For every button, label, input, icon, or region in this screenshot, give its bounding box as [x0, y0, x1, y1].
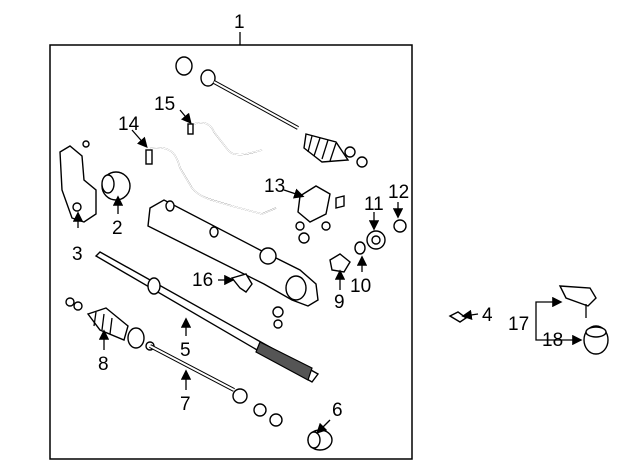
assembly-frame: [49, 44, 413, 460]
rack-seals: [272, 306, 284, 329]
callout-3: 3: [72, 244, 83, 265]
upper-boot: [303, 133, 368, 168]
callout-9: 9: [334, 292, 345, 313]
seal-11: [366, 230, 386, 250]
seal-10: [354, 241, 366, 255]
outer-tie-rod-end: [558, 285, 597, 318]
lower-boot: [65, 297, 145, 349]
pressure-line-14: [145, 146, 277, 215]
callout-12: 12: [388, 182, 409, 203]
inner-tie-rod-lower: [145, 341, 283, 427]
callout-1: 1: [234, 12, 245, 33]
rack-tube: [94, 251, 320, 383]
steering-gear-housing: [147, 199, 319, 307]
callout-8: 8: [98, 354, 109, 375]
callout-7: 7: [180, 394, 191, 415]
adjuster-plug: [448, 311, 468, 323]
callout-16: 16: [192, 270, 213, 291]
control-valve: [295, 185, 345, 244]
seal-9: [329, 253, 351, 273]
callout-2: 2: [112, 218, 123, 239]
inner-tie-rod-upper: [175, 56, 299, 130]
callout-14: 14: [118, 114, 140, 135]
callout-17: 17: [508, 314, 529, 335]
callout-15: 15: [154, 94, 175, 115]
callout-6: 6: [332, 400, 343, 421]
seal-12: [393, 219, 407, 233]
bushing: [101, 171, 131, 201]
callout-13: 13: [264, 176, 285, 197]
callout-10: 10: [350, 276, 371, 297]
callout-5: 5: [180, 340, 191, 361]
pinion-part: [230, 273, 253, 293]
tie-rod-boot: [583, 325, 609, 355]
mount-bushing: [307, 429, 333, 451]
callout-18: 18: [542, 330, 563, 351]
callout-4: 4: [482, 305, 493, 326]
callout-11: 11: [364, 194, 384, 215]
pressure-line-15: [187, 121, 263, 156]
mount-bracket: [59, 140, 97, 223]
